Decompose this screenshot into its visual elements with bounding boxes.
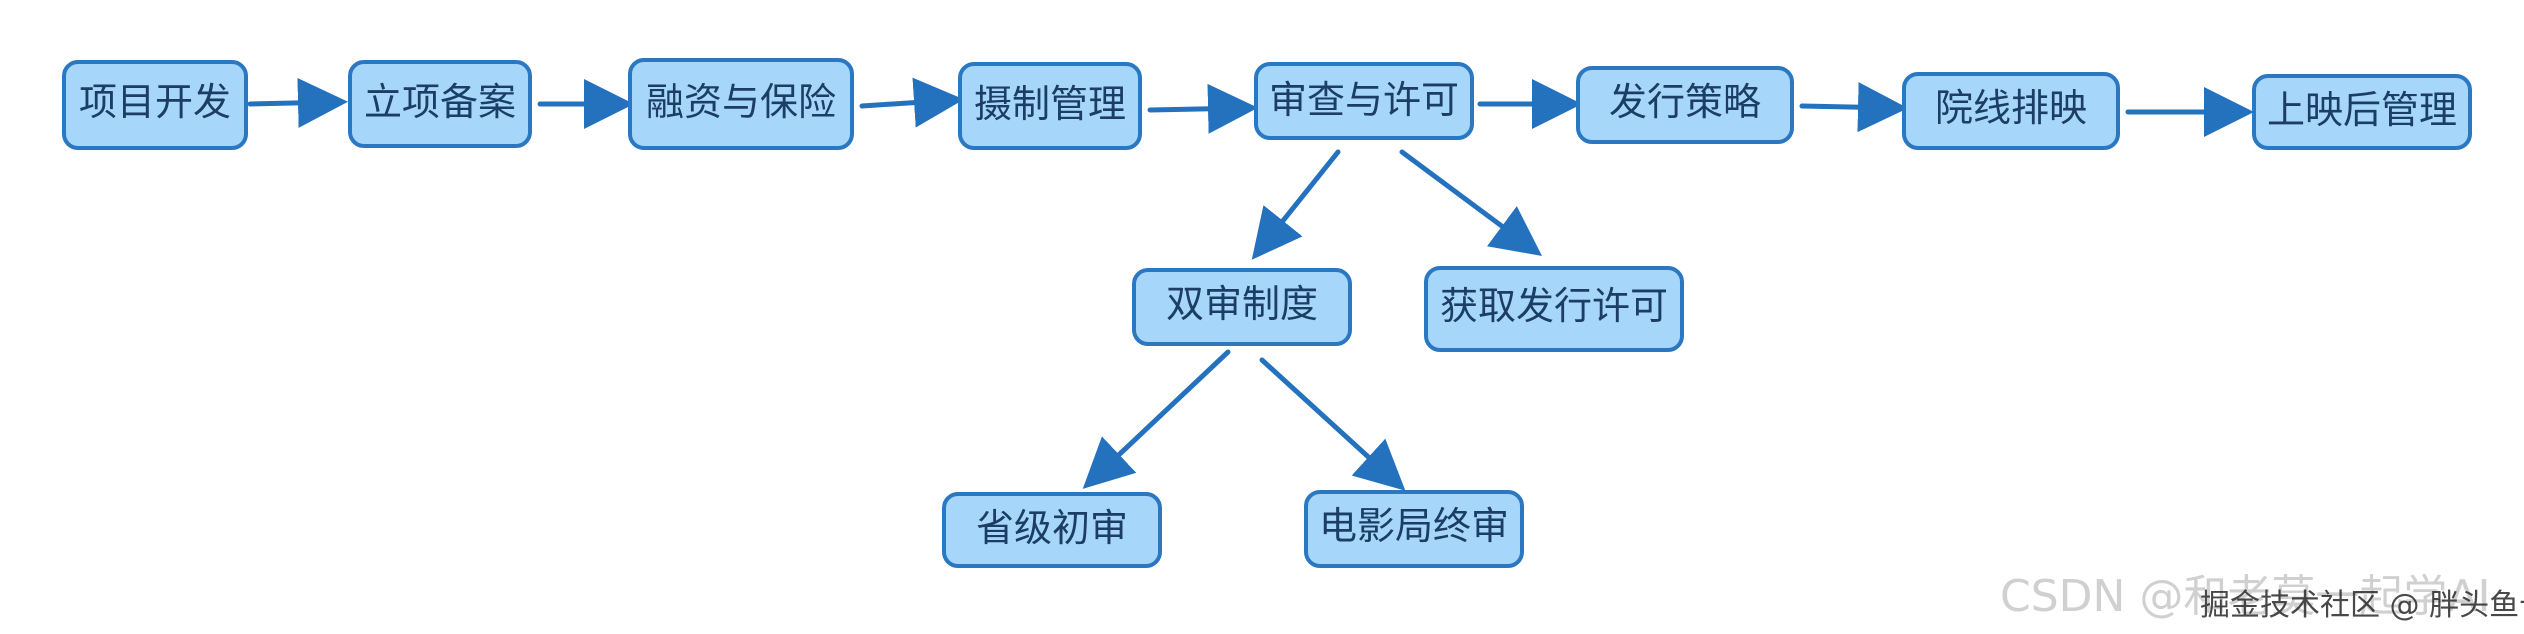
node-label-n7: 院线排映 <box>1935 86 2087 130</box>
node-label-n5: 审查与许可 <box>1269 78 1459 122</box>
edge-n4-n5 <box>1147 83 1258 134</box>
node-label-n2: 立项备案 <box>364 80 516 124</box>
node-n12: 电影局终审 <box>1304 490 1524 568</box>
edge-n9-n11 <box>1082 349 1231 489</box>
node-n11: 省级初审 <box>942 492 1162 568</box>
edge-n1-n2 <box>247 77 348 128</box>
node-label-n6: 发行策略 <box>1609 80 1761 124</box>
node-n9: 双审制度 <box>1132 268 1352 346</box>
node-n3: 融资与保险 <box>628 58 854 150</box>
edge-n3-n4 <box>859 77 964 128</box>
node-label-n10: 获取发行许可 <box>1440 284 1668 328</box>
edge-n6-n7 <box>1799 82 1908 133</box>
node-label-n1: 项目开发 <box>79 80 231 124</box>
node-n8: 上映后管理 <box>2252 74 2472 150</box>
csdn-watermark: CSDN @和老莫一起学AI <box>2000 571 2491 622</box>
edges <box>247 77 2254 491</box>
node-label-n9: 双审制度 <box>1166 282 1318 326</box>
node-label-n8: 上映后管理 <box>2267 88 2457 132</box>
node-label-n4: 摄制管理 <box>974 82 1126 126</box>
node-label-n12: 电影局终审 <box>1319 504 1509 548</box>
nodes: 项目开发 立项备案 融资与保险 摄制管理 审查与许可 发行策略 院线排映 上映 <box>62 58 2472 568</box>
juejin-watermark: 掘金技术社区 @ 胖头鱼卡饭 <box>2200 588 2524 623</box>
node-n6: 发行策略 <box>1576 66 1794 144</box>
node-label-n3: 融资与保险 <box>646 80 836 124</box>
node-n4: 摄制管理 <box>958 62 1142 150</box>
edge-n5-n10 <box>1399 149 1543 256</box>
node-n5: 审查与许可 <box>1254 62 1474 140</box>
edge-n5-n9 <box>1251 149 1341 260</box>
node-n1: 项目开发 <box>62 60 248 150</box>
node-label-n11: 省级初审 <box>976 506 1128 550</box>
node-n2: 立项备案 <box>348 60 532 148</box>
node-n7: 院线排映 <box>1902 72 2120 150</box>
node-n10: 获取发行许可 <box>1424 266 1684 352</box>
edge-n9-n12 <box>1259 357 1406 491</box>
